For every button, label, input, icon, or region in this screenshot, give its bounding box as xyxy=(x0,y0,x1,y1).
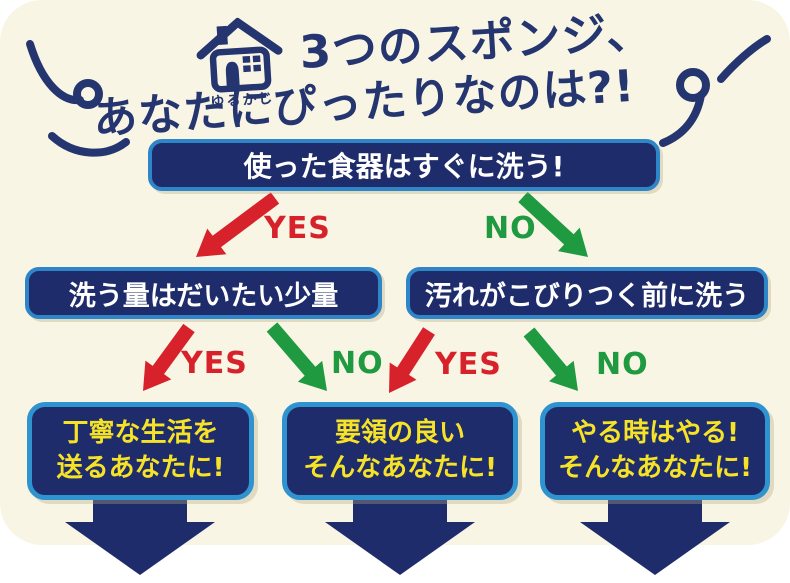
yes-label-1: YES xyxy=(264,211,331,246)
no-label-2: NO xyxy=(331,346,384,381)
yes-label-2: YES xyxy=(181,346,248,381)
no-label-1: NO xyxy=(484,211,537,246)
yes-label-3: YES xyxy=(435,347,502,382)
left-flourish-icon xyxy=(26,40,130,157)
no-label-3: NO xyxy=(596,347,649,382)
result-3-line-1: やる時はやる! xyxy=(571,417,739,448)
title-block: ゆるかじ 3つのスポンジ、 あなたにぴったりなのは?! xyxy=(51,0,748,163)
question-right-box: 汚れがこびりつく前に洗う xyxy=(406,267,768,319)
right-flourish-icon xyxy=(659,35,771,147)
house-icon xyxy=(196,17,283,93)
question-left-box: 洗う量はだいたい少量 xyxy=(25,267,382,319)
result-3-line-2: そんなあなたに! xyxy=(558,453,752,483)
result-box-1: 丁寧な生活を 送るあなたに! xyxy=(27,402,254,500)
result-1-line-2: 送るあなたに! xyxy=(56,453,225,483)
result-1-line-1: 丁寧な生活を xyxy=(62,417,219,448)
result-box-2: 要領の良い そんなあなたに! xyxy=(282,402,518,500)
question-top-box: 使った食器はすぐに洗う! xyxy=(148,139,660,191)
result-2-line-1: 要領の良い xyxy=(334,417,465,448)
result-2-line-2: そんなあなたに! xyxy=(303,453,497,483)
result-box-3: やる時はやる! そんなあなたに! xyxy=(540,402,770,500)
